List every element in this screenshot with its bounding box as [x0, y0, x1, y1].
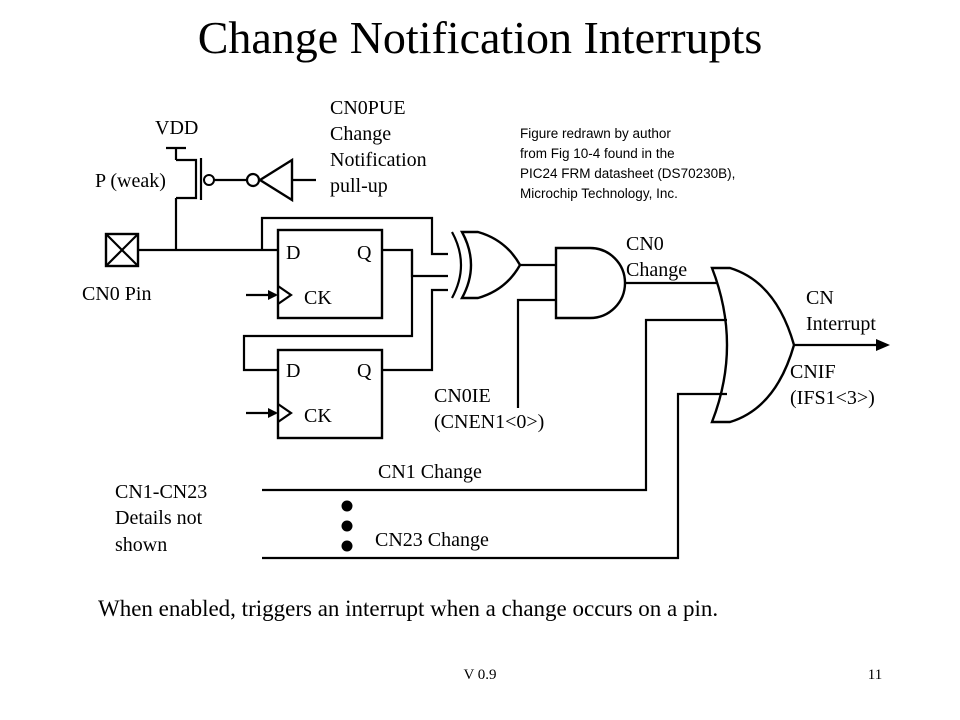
cn0pue-label: CN0PUE Change Notification pull-up: [330, 97, 427, 197]
svg-text:CN0: CN0: [626, 233, 664, 255]
d-flip-flop-bottom: D Q CK: [276, 348, 384, 440]
svg-text:from Fig 10-4 found in the: from Fig 10-4 found in the: [520, 146, 675, 161]
body-text: When enabled, triggers an interrupt when…: [98, 596, 719, 621]
cn0-change-label: CN0 Change: [626, 233, 687, 281]
svg-text:Change: Change: [330, 123, 391, 145]
d-flip-flop-top: D Q CK: [276, 228, 384, 320]
cnif-label: CNIF (IFS1<3>): [790, 361, 875, 409]
slide-title: Change Notification Interrupts: [197, 12, 763, 63]
svg-text:D: D: [286, 360, 300, 382]
page-number: 11: [867, 667, 883, 683]
svg-text:Microchip Technology, Inc.: Microchip Technology, Inc.: [520, 186, 678, 201]
and-gate: [554, 246, 627, 320]
svg-text:CN0IE: CN0IE: [434, 385, 491, 407]
svg-text:(IFS1<3>): (IFS1<3>): [790, 387, 875, 409]
svg-text:PIC24 FRM datasheet (DS70230B): PIC24 FRM datasheet (DS70230B),: [520, 166, 735, 181]
svg-text:CK: CK: [304, 287, 332, 309]
p-weak-label: P (weak): [95, 170, 166, 192]
svg-text:Details not: Details not: [115, 507, 203, 529]
cn0-pin-symbol: [104, 232, 140, 268]
svg-text:CNIF: CNIF: [790, 361, 836, 383]
svg-text:Q: Q: [357, 242, 372, 264]
cn23-change-label: CN23 Change: [375, 529, 489, 551]
cn-interrupt-label: CN Interrupt: [806, 287, 876, 335]
svg-text:Notification: Notification: [330, 149, 427, 171]
ellipsis-dots: [341, 500, 353, 552]
svg-text:D: D: [286, 242, 300, 264]
svg-text:CN0PUE: CN0PUE: [330, 97, 406, 119]
figure-credit-note: Figure redrawn by author from Fig 10-4 f…: [520, 126, 735, 201]
cn1-change-label: CN1 Change: [378, 461, 482, 483]
svg-text:Change: Change: [626, 259, 687, 281]
version-label: V 0.9: [463, 667, 497, 683]
vdd-label: VDD: [155, 117, 198, 139]
svg-text:CN1-CN23: CN1-CN23: [115, 481, 207, 503]
details-not-shown-label: CN1-CN23 Details not shown: [115, 481, 207, 556]
svg-text:(CNEN1<0>): (CNEN1<0>): [434, 411, 544, 433]
pmos-transistor: [176, 158, 215, 200]
cn0ie-label: CN0IE (CNEN1<0>): [434, 385, 544, 433]
svg-text:Interrupt: Interrupt: [806, 313, 876, 335]
cn0-pin-label: CN0 Pin: [82, 283, 151, 305]
or-gate: [710, 266, 796, 424]
svg-text:Figure redrawn by author: Figure redrawn by author: [520, 126, 671, 141]
svg-text:pull-up: pull-up: [330, 175, 388, 197]
svg-text:CK: CK: [304, 405, 332, 427]
svg-text:shown: shown: [115, 534, 167, 556]
xor-gate: [451, 230, 522, 300]
svg-text:CN: CN: [806, 287, 834, 309]
inverter-gate: [245, 157, 294, 203]
svg-text:Q: Q: [357, 360, 372, 382]
